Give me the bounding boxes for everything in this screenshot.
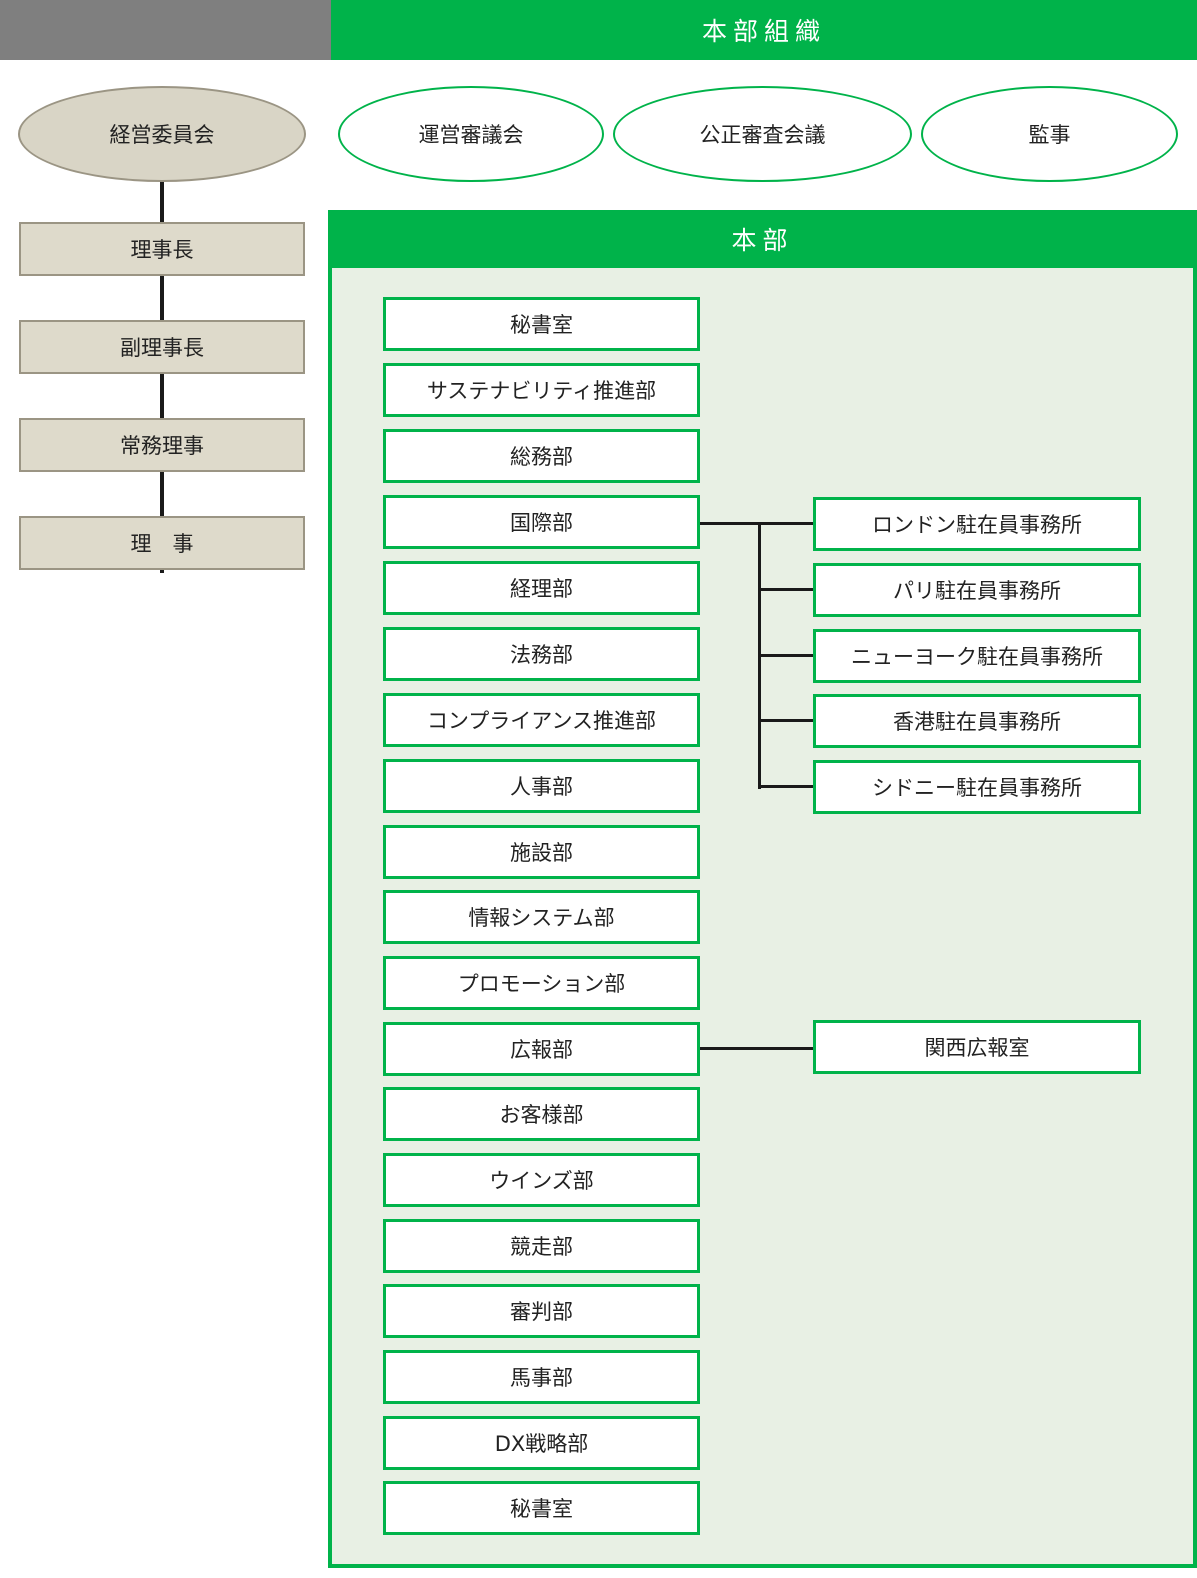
council-fair-review: 公正審査会議: [613, 86, 912, 182]
officer-managing-director: 常務理事: [19, 418, 305, 472]
connector-international: [700, 522, 813, 525]
dept-legal: 法務部: [383, 627, 700, 681]
connector-branch: [758, 785, 813, 788]
dept-equine: 馬事部: [383, 1350, 700, 1404]
officer-connector-line: [160, 182, 164, 572]
page-title: 本部組織: [331, 0, 1197, 60]
office-hong-kong: 香港駐在員事務所: [813, 694, 1141, 748]
dept-compliance: コンプライアンス推進部: [383, 693, 700, 747]
dept-racing: 競走部: [383, 1219, 700, 1273]
dept-dx-strategy: DX戦略部: [383, 1416, 700, 1470]
council-auditor: 監事: [921, 86, 1178, 182]
headquarters-title: 本部: [328, 210, 1197, 268]
executive-committee: 経営委員会: [18, 86, 306, 182]
header-left-bar: [0, 0, 331, 60]
officer-connector-tail: [160, 570, 164, 573]
office-london: ロンドン駐在員事務所: [813, 497, 1141, 551]
officer-director: 理 事: [19, 516, 305, 570]
council-management: 運営審議会: [338, 86, 604, 182]
dept-wins: ウインズ部: [383, 1153, 700, 1207]
dept-accounting: 経理部: [383, 561, 700, 615]
dept-general-affairs: 総務部: [383, 429, 700, 483]
dept-judging: 審判部: [383, 1284, 700, 1338]
office-paris: パリ駐在員事務所: [813, 563, 1141, 617]
connector-branch: [758, 719, 813, 722]
connector-branch: [758, 654, 813, 657]
connector-pr: [700, 1047, 813, 1050]
connector-branch: [758, 588, 813, 591]
dept-international: 国際部: [383, 495, 700, 549]
dept-information-systems: 情報システム部: [383, 890, 700, 944]
dept-public-relations: 広報部: [383, 1022, 700, 1076]
dept-human-resources: 人事部: [383, 759, 700, 813]
officer-chairman: 理事長: [19, 222, 305, 276]
dept-secretariat: 秘書室: [383, 297, 700, 351]
office-new-york: ニューヨーク駐在員事務所: [813, 629, 1141, 683]
dept-customer: お客様部: [383, 1087, 700, 1141]
office-sydney: シドニー駐在員事務所: [813, 760, 1141, 814]
office-kansai-pr: 関西広報室: [813, 1020, 1141, 1074]
dept-facilities: 施設部: [383, 825, 700, 879]
dept-secretariat-2: 秘書室: [383, 1481, 700, 1535]
dept-sustainability: サステナビリティ推進部: [383, 363, 700, 417]
officer-vice-chairman: 副理事長: [19, 320, 305, 374]
dept-promotion: プロモーション部: [383, 956, 700, 1010]
